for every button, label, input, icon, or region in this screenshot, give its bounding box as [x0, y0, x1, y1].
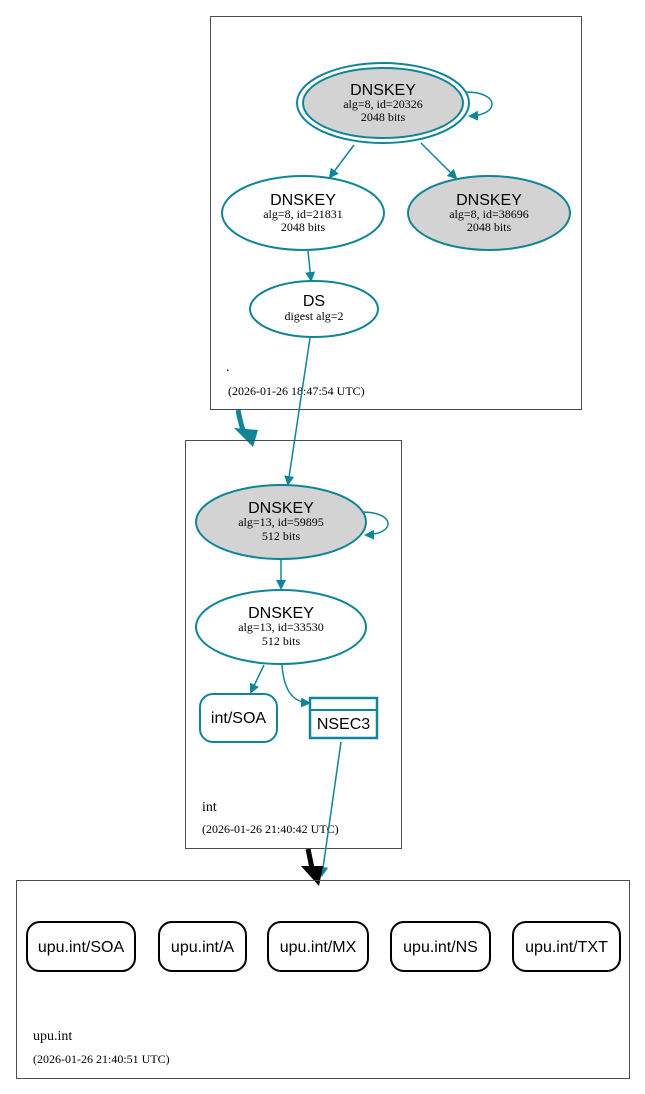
dnskey-node-38696[interactable]: DNSKEY alg=8, id=38696 2048 bits [407, 175, 571, 251]
int-soa-node[interactable]: int/SOA [199, 693, 278, 743]
dnskey-title: DNSKEY [456, 192, 522, 209]
ds-digest: digest alg=2 [284, 309, 343, 323]
zone-upu-box [16, 880, 630, 1079]
record-label: upu.int/SOA [38, 939, 125, 956]
dnskey-alg-id: alg=13, id=59895 [238, 515, 324, 529]
dnskey-title: DNSKEY [270, 192, 336, 209]
dnskey-node-21831[interactable]: DNSKEY alg=8, id=21831 2048 bits [221, 175, 385, 251]
dnskey-title: DNSKEY [350, 82, 416, 99]
record-upu-mx[interactable]: upu.int/MX [267, 921, 369, 972]
dnskey-node-59895[interactable]: DNSKEY alg=13, id=59895 512 bits [195, 484, 367, 560]
dnskey-alg-id: alg=8, id=21831 [263, 207, 343, 221]
zone-int: DNSKEY alg=13, id=59895 512 bits DNSKEY … [185, 440, 402, 849]
dnskey-node-33530[interactable]: DNSKEY alg=13, id=33530 512 bits [195, 589, 367, 665]
dnskey-alg-id: alg=8, id=20326 [343, 97, 423, 111]
zone-int-timestamp: (2026-01-26 21:40:42 UTC) [202, 822, 339, 836]
ds-title: DS [303, 293, 325, 310]
record-upu-ns[interactable]: upu.int/NS [390, 921, 491, 972]
dnskey-alg-id: alg=8, id=38696 [449, 207, 529, 221]
self-sign-edge-20326 [465, 91, 493, 121]
zone-upu-name: upu.int [33, 1029, 72, 1044]
edge-20326-to-21831 [328, 144, 355, 179]
edge-21831-to-ds [305, 250, 316, 282]
zone-root-box [210, 16, 582, 410]
nsec3-label: NSEC3 [317, 716, 370, 733]
dnskey-title: DNSKEY [248, 605, 314, 622]
edge-20326-to-38696 [420, 142, 458, 180]
dnskey-node-20326[interactable]: DNSKEY alg=8, id=20326 2048 bits [296, 62, 470, 144]
record-label: upu.int/NS [403, 939, 478, 956]
dnskey-bits: 512 bits [262, 529, 301, 543]
record-label: upu.int/A [171, 939, 234, 956]
int-soa-label: int/SOA [211, 710, 266, 727]
edge-ds-to-59895 [284, 337, 311, 486]
zone-root-timestamp: (2026-01-26 18:47:54 UTC) [228, 384, 365, 398]
record-upu-soa[interactable]: upu.int/SOA [26, 921, 136, 972]
zone-root: DNSKEY alg=8, id=20326 2048 bits DNSKEY … [210, 16, 582, 410]
zone-upu-timestamp: (2026-01-26 21:40:51 UTC) [33, 1052, 170, 1066]
zone-root-name: . [226, 360, 230, 375]
record-label: upu.int/TXT [525, 939, 608, 956]
ds-node[interactable]: DS digest alg=2 [249, 280, 379, 338]
dnskey-title: DNSKEY [248, 500, 314, 517]
record-upu-txt[interactable]: upu.int/TXT [512, 921, 621, 972]
dnskey-bits: 2048 bits [467, 220, 512, 234]
zone-int-name: int [202, 800, 217, 815]
dnskey-alg-id: alg=13, id=33530 [238, 620, 324, 634]
edge-nsec3-to-upu [318, 741, 342, 877]
nsec3-node[interactable]: NSEC3 [308, 696, 379, 740]
record-upu-a[interactable]: upu.int/A [158, 921, 247, 972]
edge-33530-to-soa [249, 664, 265, 694]
dnskey-bits: 2048 bits [361, 110, 406, 124]
edge-33530-to-nsec3 [281, 664, 311, 708]
dnskey-bits: 2048 bits [281, 220, 326, 234]
record-label: upu.int/MX [280, 939, 357, 956]
zone-int-box [185, 440, 402, 849]
self-sign-edge-59895 [361, 511, 389, 540]
zone-upu: upu.int/SOA upu.int/A upu.int/MX upu.int… [16, 880, 630, 1079]
delegation-arrow-root-int [234, 409, 258, 447]
dnskey-bits: 512 bits [262, 634, 301, 648]
